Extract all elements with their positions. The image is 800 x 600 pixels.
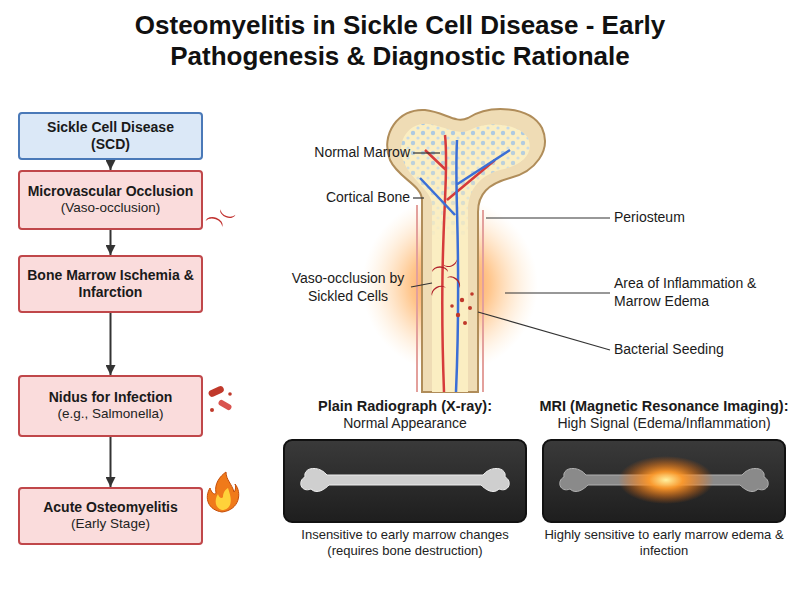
panel-caption: Highly sensitive to early marrow edema &…	[538, 527, 790, 560]
process-box: Microvascular Occlusion(Vaso-occlusion)	[18, 170, 203, 230]
diagram-title: Osteomyelitis in Sickle Cell Disease - E…	[100, 10, 700, 72]
image-frame	[283, 439, 527, 523]
flow-arrow	[110, 230, 112, 255]
part-label: Cortical Bone	[290, 189, 410, 207]
part-label: Vaso-occlusion by Sickled Cells	[288, 270, 408, 305]
imaging-panel: Plain Radiograph (X-ray):Normal Appearan…	[280, 398, 530, 559]
periosteum-line	[482, 210, 484, 392]
image-frame	[542, 439, 786, 523]
process-box: Acute Osteomyelitis(Early Stage)	[18, 487, 203, 545]
xray-image	[283, 439, 527, 523]
process-box: Sickle Cell Disease (SCD)	[18, 112, 203, 160]
flow-icons	[206, 209, 239, 512]
leader-lines	[411, 153, 610, 350]
node-body: (Early Stage)	[71, 516, 150, 533]
periosteum-line	[416, 205, 418, 392]
vein	[420, 140, 510, 392]
process-box: Bone Marrow Ischemia & Infarction	[18, 255, 203, 313]
part-label: Normal Marrow	[290, 144, 410, 162]
trabecular-marrow	[401, 124, 530, 392]
marrow-cavity	[401, 124, 530, 392]
process-box: Nidus for Infection(e.g., Salmonella)	[18, 375, 203, 437]
flow-arrow	[110, 160, 112, 170]
node-heading: Sickle Cell Disease (SCD)	[26, 119, 195, 153]
cortical-bone	[387, 109, 545, 392]
bacteria-dots	[450, 292, 474, 325]
node-heading: Plain Radiograph (X-ray):	[280, 398, 530, 415]
flow-arrow	[110, 313, 112, 375]
imaging-panel: MRI (Magnetic Resonance Imaging):High Si…	[538, 398, 790, 559]
node-heading: Nidus for Infection	[49, 389, 173, 406]
node-heading: Acute Osteomyelitis	[43, 499, 178, 516]
node-body: (e.g., Salmonella)	[58, 406, 164, 423]
flow-arrow	[110, 437, 112, 487]
node-body: Normal Appearance	[280, 415, 530, 433]
node-body: (Vaso-occlusion)	[61, 200, 161, 217]
panel-caption: Insensitive to early marrow changes (req…	[280, 527, 530, 560]
node-heading: Bone Marrow Ischemia & Infarction	[26, 267, 195, 301]
mri-image	[542, 439, 786, 523]
part-label: Bacterial Seeding	[614, 341, 790, 359]
node-body: High Signal (Edema/Inflammation)	[538, 415, 790, 433]
node-heading: Microvascular Occlusion	[28, 183, 194, 200]
part-label: Area of Inflammation & Marrow Edema	[614, 275, 790, 310]
sickle-cells	[429, 260, 463, 296]
node-heading: MRI (Magnetic Resonance Imaging):	[538, 398, 790, 415]
part-label: Periosteum	[614, 209, 790, 227]
artery	[425, 135, 495, 392]
